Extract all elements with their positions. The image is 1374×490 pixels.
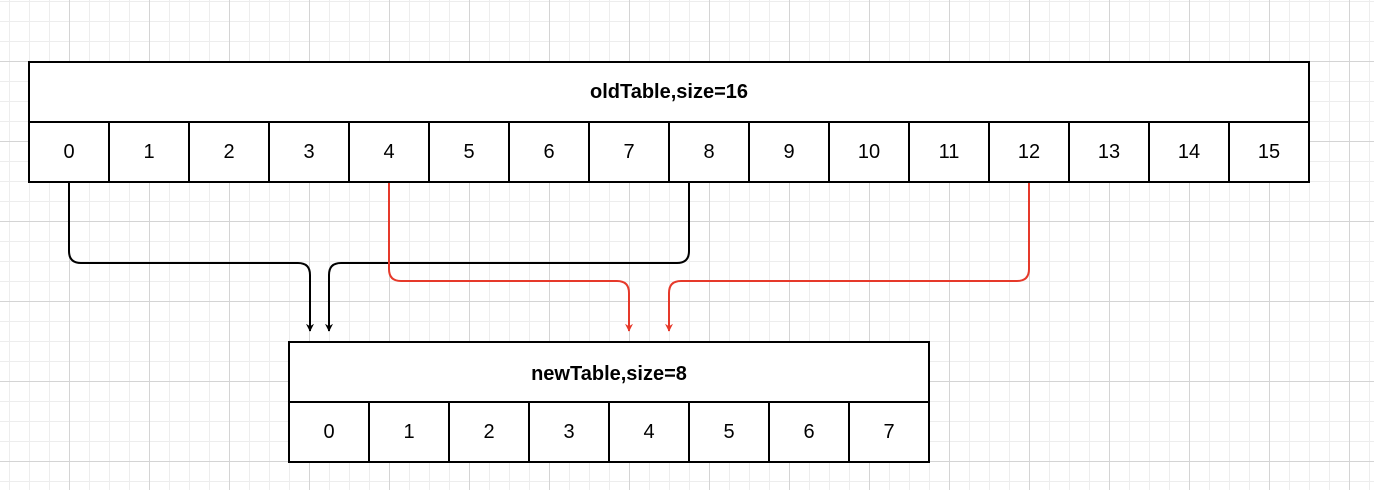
old-table-cell-6: 6 xyxy=(543,141,554,163)
old-table-cell-8: 8 xyxy=(703,141,714,163)
old-table-cell-5: 5 xyxy=(463,141,474,163)
new-table-cell-4: 4 xyxy=(643,421,654,443)
new-table-cells: 0 1 2 3 4 5 6 7 xyxy=(323,402,895,462)
new-table-title: newTable,size=8 xyxy=(531,363,687,385)
old-table-cell-4: 4 xyxy=(383,141,394,163)
old-table-cell-14: 14 xyxy=(1178,141,1200,163)
old-table-cell-12: 12 xyxy=(1018,141,1040,163)
old-table-cell-15: 15 xyxy=(1258,141,1280,163)
new-table-cell-0: 0 xyxy=(323,421,334,443)
new-table-cell-6: 6 xyxy=(803,421,814,443)
connector-8-to-0 xyxy=(325,182,690,332)
old-table-cell-10: 10 xyxy=(858,141,880,163)
old-table-cell-13: 13 xyxy=(1098,141,1120,163)
mapping-connectors xyxy=(68,182,1030,332)
new-table-cell-5: 5 xyxy=(723,421,734,443)
old-table-cell-7: 7 xyxy=(623,141,634,163)
old-table-cell-9: 9 xyxy=(783,141,794,163)
new-table-cell-2: 2 xyxy=(483,421,494,443)
connector-12-to-4 xyxy=(665,182,1030,332)
old-table-cell-3: 3 xyxy=(303,141,314,163)
old-table-cell-2: 2 xyxy=(223,141,234,163)
old-table-title: oldTable,size=16 xyxy=(590,81,748,103)
new-table-cell-7: 7 xyxy=(883,421,894,443)
new-table-cell-1: 1 xyxy=(403,421,414,443)
old-table-cell-1: 1 xyxy=(143,141,154,163)
old-table-cell-11: 11 xyxy=(939,141,960,163)
new-table-cell-3: 3 xyxy=(563,421,574,443)
connector-0-to-0 xyxy=(68,182,314,332)
connector-4-to-4 xyxy=(388,182,633,332)
old-table-cell-0: 0 xyxy=(63,141,74,163)
new-table: newTable,size=8 0 1 2 3 4 5 6 7 xyxy=(288,341,930,463)
